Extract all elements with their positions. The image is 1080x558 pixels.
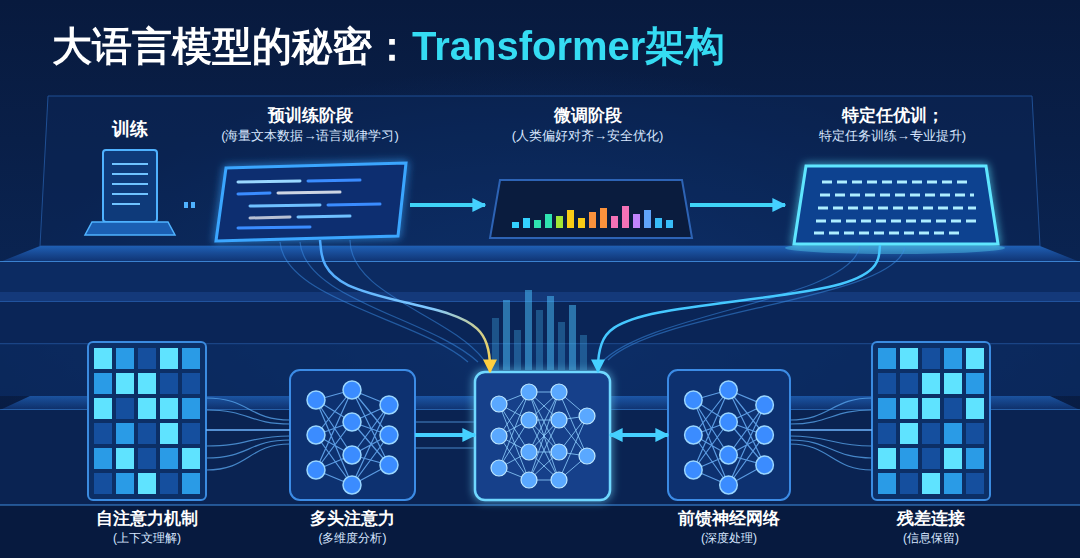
training-icon: 训练 — [85, 118, 175, 240]
diagram-title: 大语言模型的秘密：Transformer架构 — [52, 22, 725, 70]
module-tile: 前馈神经网络 (深度处理) — [668, 370, 790, 554]
node-subtitle: (上下文理解) — [113, 531, 181, 546]
module-tile: 残差连接 (信息保留) — [872, 342, 990, 554]
flow-arrow — [598, 245, 880, 372]
module-tile: 自注意力机制 (上下文理解) — [88, 342, 206, 554]
node-heading: 微调阶段 — [554, 105, 622, 126]
node-heading: 特定任优训； — [842, 105, 944, 126]
flow-arrow — [610, 433, 668, 437]
node-heading: 多头注意力 — [310, 508, 395, 529]
stage-panel: 微调阶段 (人类偏好对齐→安全优化) — [485, 105, 690, 240]
node-subtitle: (深度处理) — [701, 531, 757, 546]
node-heading: 训练 — [112, 118, 148, 141]
flow-arrow — [415, 433, 475, 437]
node-subtitle: 特定任务训练→专业提升) — [819, 128, 966, 144]
node-heading: 预训练阶段 — [268, 105, 353, 126]
node-heading: 自注意力机制 — [96, 508, 198, 529]
flow-line — [790, 429, 872, 431]
core-network — [475, 372, 610, 500]
flow-arrow — [320, 240, 490, 372]
node-subtitle: (多维度分析) — [319, 531, 387, 546]
node-subtitle: (海量文本数据→语言规律学习) — [221, 128, 399, 144]
module-tile: 多头注意力 (多维度分析) — [290, 370, 415, 554]
node-subtitle: (信息保留) — [903, 531, 959, 546]
stage-panel: 预训练阶段 (海量文本数据→语言规律学习) — [210, 105, 410, 240]
flow-arrow — [690, 203, 785, 207]
node-heading: 前馈神经网络 — [678, 508, 780, 529]
flow-line — [206, 429, 290, 431]
stage-panel: 特定任优训； 特定任务训练→专业提升) — [785, 105, 1000, 245]
node-heading: 残差连接 — [897, 508, 965, 529]
node-subtitle: (人类偏好对齐→安全优化) — [512, 128, 664, 144]
flow-arrow — [410, 203, 485, 207]
